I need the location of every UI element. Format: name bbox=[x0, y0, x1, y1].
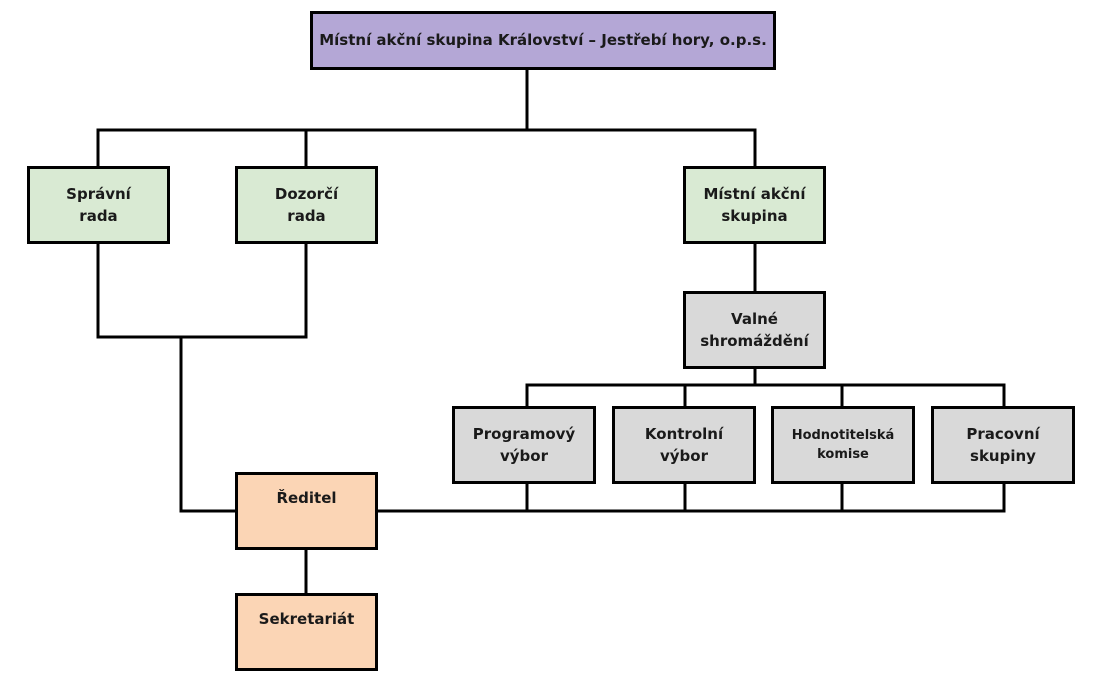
node-pracovni-skupiny: Pracovní skupiny bbox=[931, 406, 1075, 484]
node-sekretariat: Sekretariát bbox=[235, 593, 378, 671]
node-kontrolni-vybor: Kontrolní výbor bbox=[612, 406, 756, 484]
node-hodnotitelska-komise: Hodnotitelská komise bbox=[771, 406, 915, 484]
node-mistni-akcni-skupina: Místní akční skupina bbox=[683, 166, 826, 244]
node-reditel: Ředitel bbox=[235, 472, 378, 550]
node-programovy-vybor: Programový výbor bbox=[452, 406, 596, 484]
node-root: Místní akční skupina Království – Jestře… bbox=[310, 11, 776, 70]
node-spravni-rada: Správní rada bbox=[27, 166, 170, 244]
node-valne-shromazdeni: Valné shromáždění bbox=[683, 291, 826, 369]
node-dozorci-rada: Dozorčí rada bbox=[235, 166, 378, 244]
